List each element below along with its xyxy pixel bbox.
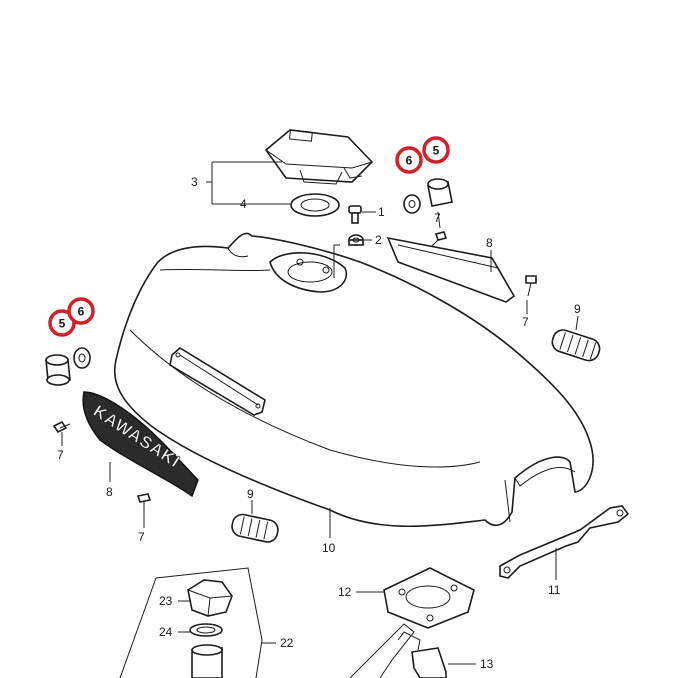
fuel-cock-assembly: [119, 567, 263, 678]
fuel-tank: [114, 232, 594, 527]
label-3: 3: [191, 175, 198, 189]
label-8-left: 8: [106, 485, 113, 499]
bracket-11: [499, 505, 630, 579]
screw-7-left: [52, 420, 71, 434]
highlight-circle-5-left: [48, 309, 76, 337]
label-13: 13: [480, 657, 494, 671]
highlight-circle-6-upper: [395, 146, 423, 174]
highlight-6-upper: 6: [406, 154, 413, 168]
bolt-1: [348, 205, 362, 224]
label-11: 11: [548, 583, 561, 597]
label-9-right: 9: [574, 302, 581, 316]
damper-5-upper: [427, 178, 453, 207]
gasket-plate-12: [383, 567, 475, 629]
label-1: 1: [378, 205, 385, 219]
washer-6-upper: [403, 194, 421, 214]
highlight-5-upper: 5: [433, 144, 440, 158]
highlight-6-left: 6: [78, 305, 85, 319]
cap-gasket: [290, 193, 340, 217]
label-7-upper: 7: [434, 211, 441, 225]
part-labels: 3 4 1 2 7 8 7 9 7 8 7 9 10 11 12 13 23 2…: [57, 175, 581, 671]
label-22: 22: [280, 636, 294, 650]
screw-7-right: [525, 275, 537, 297]
label-9-lower: 9: [247, 487, 254, 501]
grommet-9-right: [551, 329, 601, 362]
label-2: 2: [375, 233, 382, 247]
nut-2: [348, 234, 364, 246]
label-12: 12: [338, 585, 352, 599]
label-10: 10: [322, 541, 336, 555]
label-8-right: 8: [486, 236, 493, 250]
leader-lines: [61, 161, 579, 665]
highlight-callouts: 6 5 5 6: [48, 136, 450, 337]
highlight-5-left: 5: [59, 317, 66, 331]
washer-6-left: [73, 347, 91, 369]
grommet-9-lower: [231, 513, 279, 543]
label-7-lower: 7: [138, 530, 145, 544]
label-7-left: 7: [57, 448, 64, 462]
highlight-circle-6-left: [67, 297, 95, 325]
emblem-plate-right: [386, 236, 516, 303]
screw-7-lower: [136, 493, 152, 510]
fuel-sender-13: [349, 623, 447, 678]
damper-5-left: [45, 354, 71, 386]
fuel-cap: [264, 129, 374, 185]
label-4: 4: [240, 197, 247, 211]
screw-7-upper: [431, 231, 448, 247]
label-23: 23: [159, 594, 173, 608]
highlight-circle-5-upper: [422, 136, 450, 164]
label-7-right: 7: [522, 315, 529, 329]
label-24: 24: [159, 625, 173, 639]
